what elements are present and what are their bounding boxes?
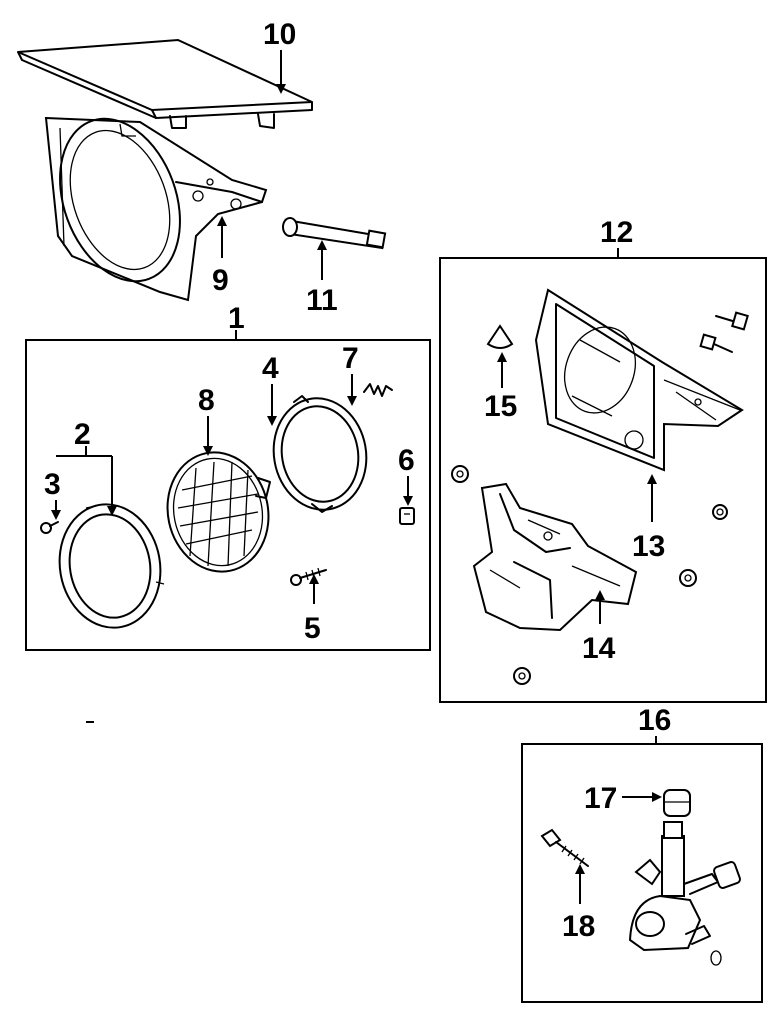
callout-11: 11	[306, 284, 338, 317]
callout-4: 4	[262, 352, 279, 385]
callout-14: 14	[582, 632, 616, 665]
actuator-assembly	[628, 821, 741, 966]
bolt-part-18	[540, 828, 589, 867]
callout-2: 2	[74, 418, 91, 451]
spring-part-7	[363, 383, 393, 397]
bolt-upper	[715, 311, 749, 331]
callout-13: 13	[632, 530, 665, 563]
callout-10: 10	[263, 18, 296, 51]
lens-part-8	[166, 451, 271, 573]
callout-7: 7	[342, 342, 359, 375]
callout-17: 17	[584, 782, 617, 815]
callout-8: 8	[198, 384, 215, 417]
callout-12: 12	[600, 216, 633, 249]
callout-1: 1	[228, 302, 245, 335]
nut-right-upper	[712, 504, 728, 520]
callout-3: 3	[44, 468, 61, 501]
assembly-box-16	[521, 743, 763, 1003]
cap-part-15	[486, 324, 514, 349]
rod-part-11	[282, 217, 387, 250]
callout-5: 5	[304, 612, 321, 645]
housing-part-9	[44, 116, 268, 302]
callout-18: 18	[562, 910, 595, 943]
callout-9: 9	[212, 264, 229, 297]
callout-6: 6	[398, 444, 415, 477]
knob-part-17	[663, 789, 691, 817]
callout-16: 16	[638, 704, 671, 737]
bolt-lower	[699, 333, 733, 353]
assembly-box-1	[25, 339, 431, 651]
nut-bottom	[513, 667, 531, 685]
bracket-part-13	[534, 288, 744, 472]
assembly-box-12	[439, 257, 767, 703]
nut-right-lower	[679, 569, 697, 587]
mounting-ring-part-4	[272, 395, 368, 513]
callout-labels: 10 9 11 1 12 2 3 8 4 7 6 5 15 13 14 16 1…	[44, 18, 671, 943]
leader-arrows	[51, 50, 662, 904]
clip-part-6	[399, 507, 415, 525]
adjusting-screw-part-5	[290, 567, 327, 586]
nut-left	[451, 465, 469, 483]
screw-part-3	[40, 521, 59, 534]
trim-ring-part-2	[58, 503, 165, 629]
callout-15: 15	[484, 390, 517, 423]
support-part-14	[472, 482, 638, 632]
panel-part-10	[17, 38, 313, 129]
